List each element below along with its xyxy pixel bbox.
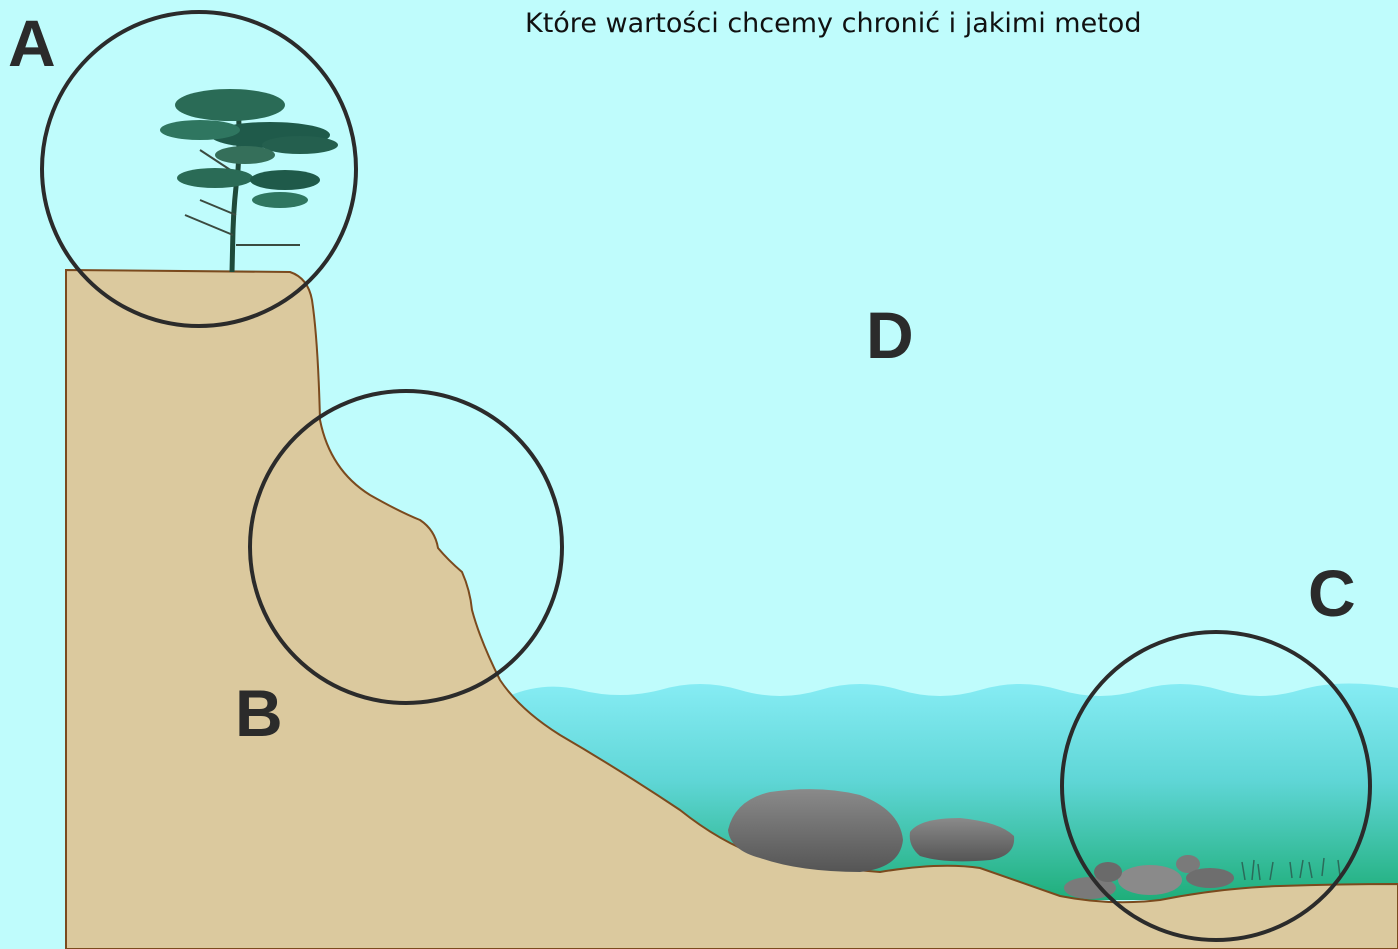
page-title: Które wartości chcemy chronić i jakimi m… (525, 8, 1141, 39)
pine-tree-icon (160, 89, 338, 272)
marker-a: A (8, 10, 56, 76)
marker-c: C (1308, 560, 1356, 626)
marker-d: D (866, 302, 914, 368)
marker-b: B (235, 680, 283, 746)
